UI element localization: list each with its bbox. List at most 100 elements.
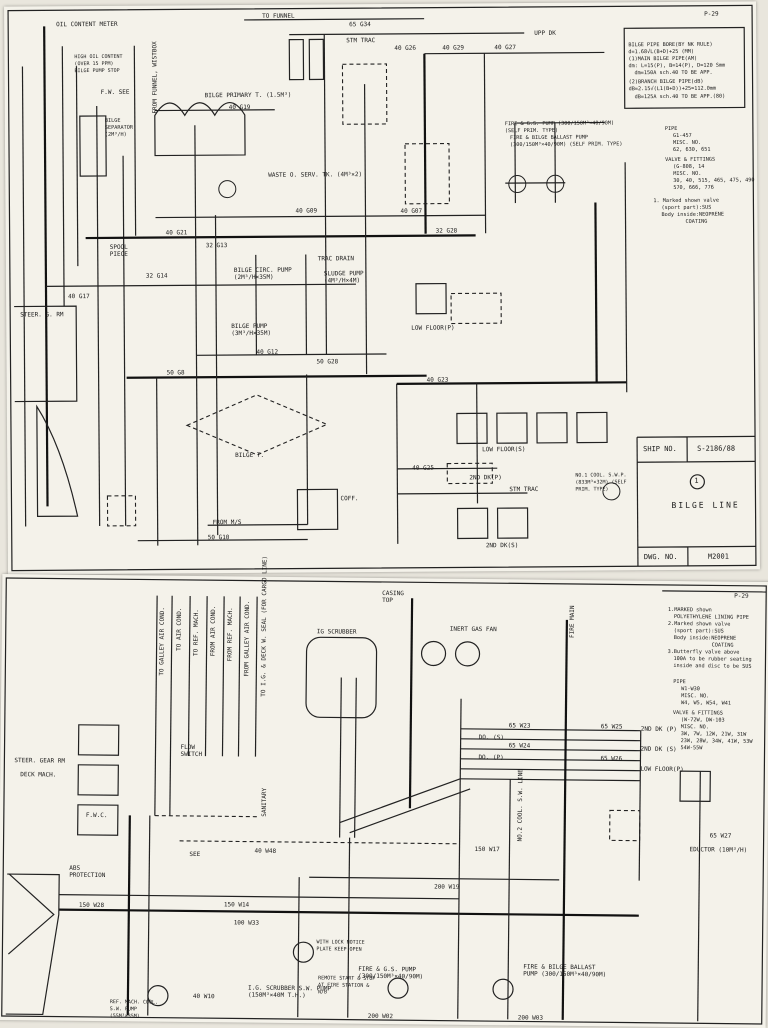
pipe-dashed bbox=[155, 816, 260, 817]
pipe-line bbox=[123, 156, 126, 526]
pipe-line bbox=[460, 769, 640, 771]
label-sludge-pump: SLUDGE PUMP (4M³/H×4M) bbox=[324, 270, 374, 284]
label-fwc: F.W.C. bbox=[86, 813, 108, 819]
pipe-main bbox=[563, 620, 567, 1020]
pipe-code: 150 W17 bbox=[474, 847, 499, 853]
tank-box bbox=[78, 805, 118, 835]
pipe-code: 40 G09 bbox=[295, 208, 317, 214]
label-from-galley-air-cond: FROM GALLEY AIR COND. bbox=[244, 601, 251, 677]
label-stm-trac: STM TRAC bbox=[346, 38, 375, 44]
fire-gs-pump-symbol bbox=[388, 978, 408, 998]
bilge-well bbox=[537, 413, 567, 443]
pipe-line bbox=[238, 596, 240, 756]
pipe-code: 32 G14 bbox=[146, 273, 168, 279]
fire-bilge-pump-symbol bbox=[493, 979, 513, 999]
note-line: Body inside:NEOPRENE bbox=[674, 635, 737, 643]
pipe-code: 65 W24 bbox=[509, 743, 531, 749]
tank-box bbox=[680, 771, 710, 801]
pipe-main bbox=[595, 203, 596, 383]
bilge-well bbox=[497, 413, 527, 443]
pipe-line bbox=[155, 110, 275, 111]
pipe-line bbox=[306, 255, 307, 355]
label-ig-scrubber: IG SCRUBBER bbox=[317, 629, 357, 635]
pipe-code: 40 G12 bbox=[256, 350, 278, 356]
note-line: dB=125A sch.40 TO BE APP.(80) bbox=[635, 94, 726, 102]
pipe-code: 40 G07 bbox=[400, 209, 422, 215]
title-block-dwg-no-label: DWG. NO. bbox=[644, 554, 678, 561]
label-from-funnel: FROM FUNNEL, WISTBOX bbox=[152, 41, 159, 113]
cofferdam bbox=[297, 489, 337, 529]
pipe-code: 65 W26 bbox=[600, 756, 622, 762]
inert-gas-fan-2 bbox=[455, 642, 479, 666]
label-bilge-separator: BILGE SEPARATOR (2M³/H) bbox=[105, 118, 139, 139]
pipe-dashed bbox=[180, 841, 460, 844]
label-2nd-dk-s: 2ND DK(S) bbox=[486, 543, 519, 549]
note-line: PIPE bbox=[673, 679, 686, 686]
label-flow-switch: FLOW SWITCH bbox=[180, 744, 208, 758]
tank-box bbox=[610, 810, 640, 840]
fire-bilge-ballast-pump-symbol bbox=[546, 175, 564, 193]
label-from-ms: FROM M/S bbox=[213, 520, 242, 526]
bilge-well bbox=[458, 508, 488, 538]
pipe-line bbox=[508, 779, 511, 1019]
pipe-code: 50 G28 bbox=[316, 359, 338, 365]
fire-pump-unit-box bbox=[405, 144, 449, 204]
pipe-code: 65 G34 bbox=[349, 22, 371, 28]
label-fire-main: FIRE MAIN bbox=[570, 605, 576, 638]
label-from-ref-mach: FROM REF. MACH. bbox=[227, 607, 234, 661]
waste-oil-tank-1 bbox=[289, 40, 303, 80]
waste-oil-tank-2 bbox=[309, 39, 323, 79]
pipe-code: 40 G21 bbox=[166, 230, 188, 236]
title-block-ship-no-label: SHIP NO. bbox=[643, 446, 677, 453]
label-from-air-cond: FROM AIR COND. bbox=[211, 606, 218, 657]
pipe-line bbox=[365, 84, 367, 374]
pipe-code: 65 W23 bbox=[509, 723, 531, 729]
notes-box-frame bbox=[662, 591, 766, 592]
pipe-line bbox=[205, 596, 207, 756]
label-no2-cool-line: NO.2 COOL. S.W. LINE bbox=[518, 769, 525, 841]
pipe-main bbox=[86, 235, 476, 238]
label-fire-gs-pump: FIRE & G.S. PUMP (300/150M³×40/90M) (SEL… bbox=[505, 120, 625, 135]
label-bilge-tank: BILGE T. bbox=[235, 453, 264, 459]
bilge-well bbox=[498, 508, 528, 538]
pipe-code: 50 G10 bbox=[208, 535, 230, 541]
label-do-s: DO. (S) bbox=[479, 735, 504, 741]
pipe-line bbox=[76, 66, 77, 266]
label-high-oil: HIGH OIL CONTENT (OVER 15 PPM) BILGE PUM… bbox=[74, 54, 130, 75]
page-number: P-29 bbox=[734, 594, 749, 600]
label-to-funnel: TO FUNNEL bbox=[262, 14, 295, 20]
pipe-line bbox=[188, 596, 190, 756]
pipe-code: 40 G19 bbox=[229, 105, 251, 111]
pipe-code: 40 G29 bbox=[442, 45, 464, 51]
pipe-line bbox=[62, 46, 64, 306]
note-line: 62, 630, 651 bbox=[673, 147, 711, 154]
pipe-code: 40 G25 bbox=[412, 466, 434, 472]
label-inert-gas-fan: INERT GAS FAN bbox=[450, 627, 497, 633]
sea-water-piping-diagram bbox=[0, 574, 768, 1028]
pipe-line bbox=[307, 375, 308, 525]
bilge-tank-outline bbox=[187, 394, 327, 455]
label-bilge-pump: BILGE PUMP (3M³/H×35M) bbox=[231, 323, 287, 337]
pipe-line bbox=[155, 596, 157, 816]
label-eductor: EDUCTOR (10M³/H) bbox=[689, 847, 747, 854]
pipe-line bbox=[157, 378, 158, 546]
pipe-code: 32 G28 bbox=[436, 228, 458, 234]
label-spool-piece: SPOOL PIECE bbox=[110, 244, 140, 258]
pipe-line bbox=[698, 771, 701, 1021]
pipe-code: 200 W03 bbox=[518, 1015, 543, 1021]
label-abs-protection: ABS PROTECTION bbox=[69, 865, 109, 879]
note-line: dB=2.15√(L1(B+D))+25=112.0mm bbox=[629, 86, 716, 94]
note-line: inside and disc to be SUS bbox=[673, 663, 751, 671]
pipe-line bbox=[397, 384, 398, 544]
aft-hull-frame bbox=[8, 874, 54, 954]
pipe-code: 40 G26 bbox=[394, 46, 416, 52]
page-number: P-29 bbox=[704, 12, 718, 18]
note-line: 54W-55W bbox=[681, 745, 703, 752]
pipe-code: 100 W33 bbox=[234, 920, 259, 926]
note-line: 570, 666, 776 bbox=[673, 185, 714, 192]
sheet-frame bbox=[2, 578, 767, 1024]
title-block-title: BILGE LINE bbox=[672, 502, 740, 510]
note-line: COATING bbox=[686, 219, 708, 226]
label-ref-mach-pump: REF. MACH. COOL. S.W. PUMP (55M³×35M) bbox=[110, 999, 170, 1021]
label-casing-top: CASING TOP bbox=[382, 590, 412, 604]
